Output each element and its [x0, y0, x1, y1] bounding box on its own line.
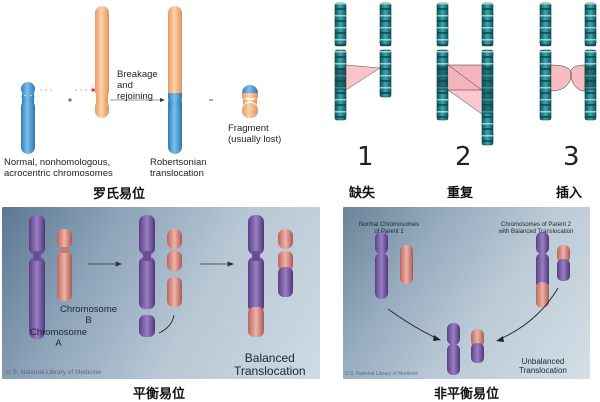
balanced-graphics: [29, 215, 293, 339]
parent1-chromosome-b: [400, 245, 413, 284]
result-line-1: Robertsonian: [150, 157, 207, 168]
robertsonian-result-label: Robertsonian translocation: [150, 157, 207, 179]
structural-graphics: [334, 2, 597, 146]
breakage-label: Breakage and rejoining: [117, 69, 158, 102]
balanced-translocation-panel: Chromosome B Chromosome A Balanced Trans…: [2, 207, 320, 379]
chromosome-a-line-2: A: [55, 338, 62, 349]
offspring-chromosome-b: [471, 329, 484, 363]
duplication-arrows: [447, 64, 483, 115]
unbalanced-line-2: Translocation: [519, 366, 567, 375]
chromosome-b-line-2: B: [85, 315, 92, 326]
deletion-highlight: [345, 64, 381, 91]
chromosome-b-label: Chromosome B: [60, 304, 117, 326]
robertsonian-chromosome: [168, 6, 182, 154]
insertion-caption: 插入: [556, 186, 583, 201]
normal-chromosomes-label: Normal, nonhomologous, acrocentric chrom…: [4, 157, 113, 179]
chromosome-a: [29, 215, 45, 339]
fragment-chromosome: [242, 85, 258, 118]
blue-acrocentric-chromosome: [21, 82, 35, 154]
offspring-chromosome-a: [447, 323, 460, 375]
parent2-chromosome-a: [536, 232, 549, 308]
parent1-label: Normal Chromosomes of Parent 1: [349, 222, 429, 236]
unbalanced-graphics: [375, 232, 570, 375]
arrow-from-parent1: [387, 308, 437, 339]
unbalanced-line-1: Unbalanced: [521, 357, 565, 366]
unbalanced-caption: 非平衡易位: [434, 387, 500, 402]
arrow-2: [200, 261, 235, 267]
structural-number-1: 1: [357, 142, 374, 172]
duplication-right-chromosome: [481, 2, 494, 146]
insertion-right-chromosome: [584, 2, 597, 121]
unbalanced-translocation-panel: Normal Chromosomes of Parent 1 Chromosom…: [343, 207, 590, 379]
parent2-label: Chromosomes of Parent 2 with Balanced Tr…: [485, 222, 587, 236]
deletion-caption: 缺失: [349, 186, 376, 201]
unbalanced-result-label: Unbalanced Translocation: [503, 357, 583, 375]
balanced-line-1: Balanced: [244, 351, 295, 365]
chromosome-b: [57, 229, 72, 301]
duplication-left-chromosome: [436, 2, 449, 121]
parent1-line-1: Normal Chromosomes: [358, 222, 419, 228]
robertsonian-caption: 罗氏易位: [93, 187, 146, 202]
arrow-left: [40, 87, 97, 102]
normal-line-2: acrocentric chromosomes: [4, 168, 113, 179]
breakage-line-3: rejoining: [117, 91, 153, 102]
parent1-chromosome-a: [375, 232, 388, 299]
chromosome-a-translocated: [248, 215, 264, 337]
result-line-2: translocation: [150, 168, 204, 179]
breakage-line-2: and: [117, 80, 133, 91]
deletion-right-chromosome: [379, 2, 392, 98]
parent2-line-1: Chromosomes of Parent 2: [500, 222, 572, 228]
fragment-label: Fragment (usually lost): [228, 123, 281, 145]
duplication-caption: 重复: [447, 186, 474, 201]
structural-number-2: 2: [455, 142, 472, 172]
chromosome-b-translocated: [278, 229, 293, 297]
insertion-left-chromosome: [539, 2, 552, 121]
chromosome-a-line-1: Chromosome: [30, 327, 88, 338]
balanced-result-label: Balanced Translocation: [234, 352, 306, 378]
balanced-caption: 平衡易位: [133, 387, 186, 402]
orange-acrocentric-chromosome: [95, 6, 109, 118]
parent2-line-2: with Balanced Translocation: [498, 229, 574, 235]
breakage-line-1: Breakage: [117, 69, 158, 80]
breakage-arrow: [110, 98, 165, 102]
fragment-line-1: Fragment: [228, 123, 269, 134]
deletion-left-chromosome: [334, 2, 347, 121]
chromosome-a-label: Chromosome A: [30, 327, 87, 349]
arrow-1: [88, 261, 123, 267]
fragment-line-2: (usually lost): [228, 134, 282, 145]
balanced-line-2: Translocation: [234, 364, 306, 378]
structural-number-3: 3: [563, 142, 580, 172]
swap-arrow: [158, 314, 175, 334]
robertsonian-graphics: [21, 6, 258, 154]
parent2-chromosome-b: [557, 245, 570, 281]
chromosome-b-line-1: Chromosome: [60, 304, 118, 315]
unbalanced-watermark: U.S. National Library of Medicine: [345, 371, 419, 377]
insertion-highlight: [550, 64, 586, 92]
chromosome-b-broken: [167, 229, 182, 307]
parent1-line-2: of Parent 1: [374, 229, 404, 235]
balanced-watermark: U.S. National Library of Medicine: [6, 369, 102, 376]
arrow-from-parent2: [499, 287, 559, 340]
normal-line-1: Normal, nonhomologous,: [4, 157, 111, 168]
chromosome-a-broken: [139, 215, 155, 337]
